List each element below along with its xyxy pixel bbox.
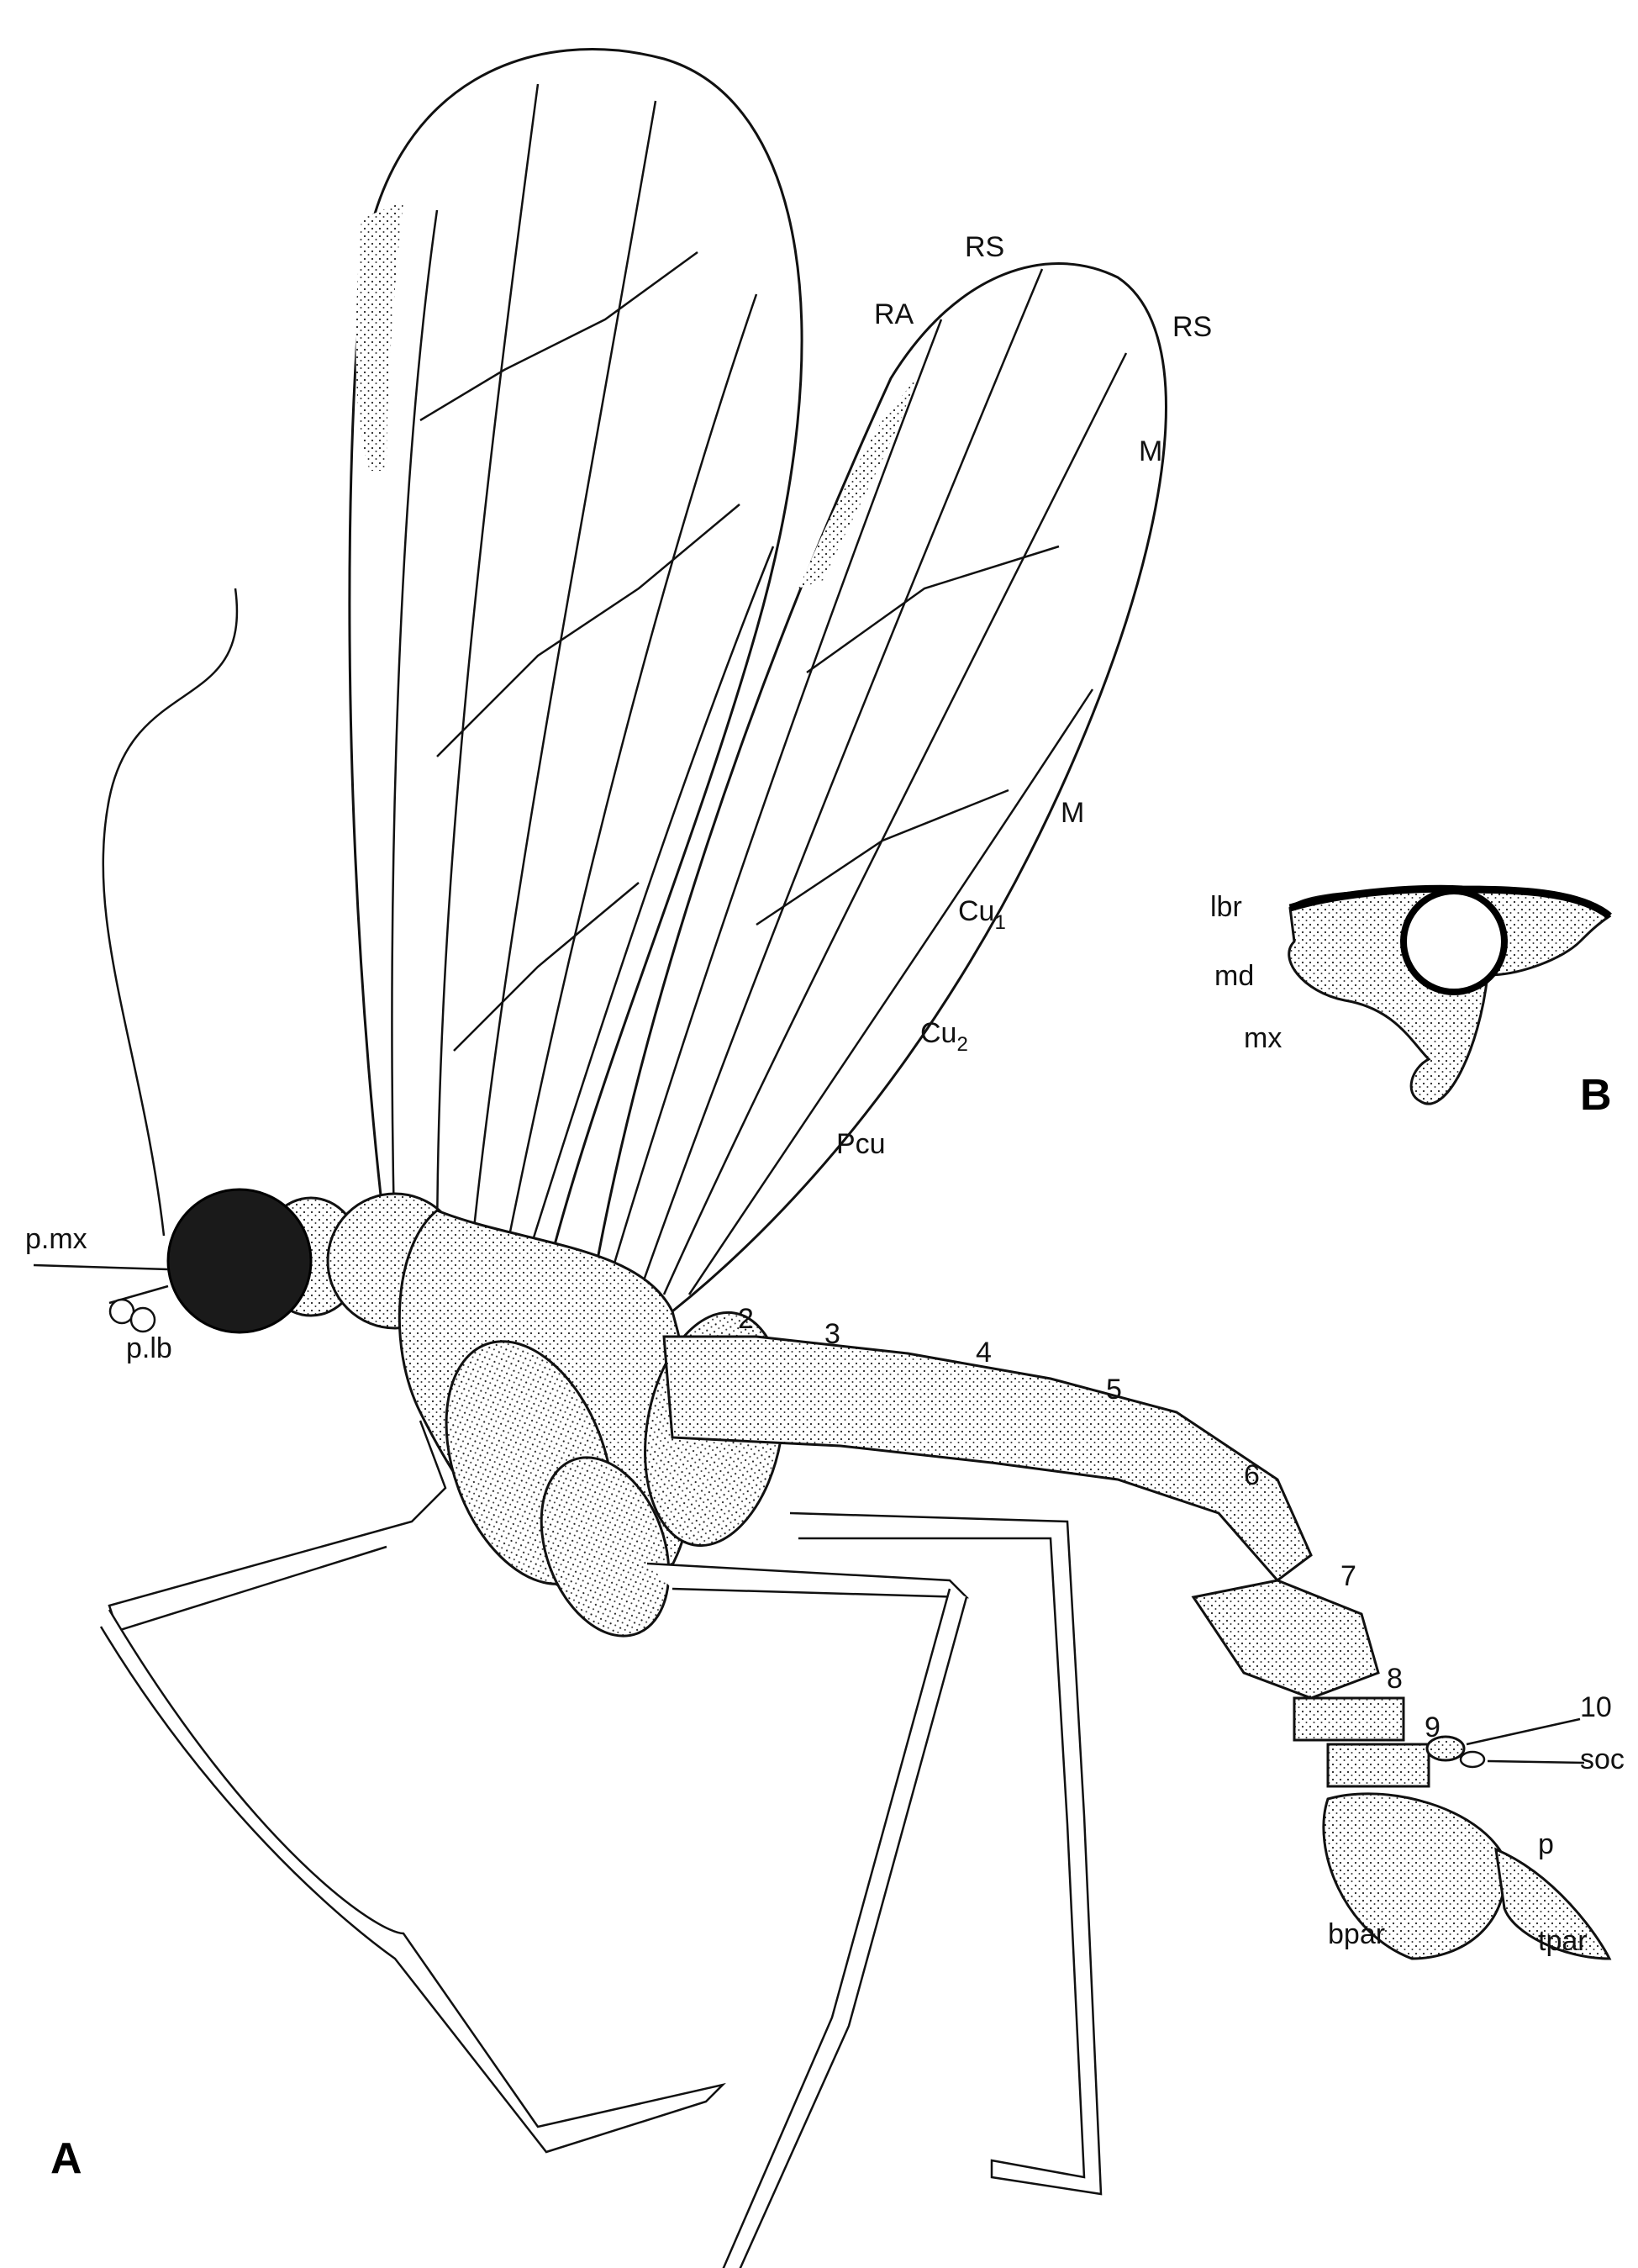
- label-cu1: Cu1: [958, 895, 1006, 934]
- head: [33, 1188, 363, 1334]
- segment-label: 3: [824, 1318, 840, 1350]
- label-pcu: Pcu: [836, 1128, 886, 1160]
- label-m-lower: M: [1061, 797, 1084, 829]
- thorax: [326, 1192, 785, 1638]
- label-m-upper: M: [1139, 435, 1162, 467]
- segment-label: 8: [1387, 1663, 1403, 1695]
- hindwing: [587, 262, 1167, 1313]
- label-p: p: [1538, 1828, 1554, 1860]
- mouthparts-cross-section: [1288, 884, 1612, 1105]
- label-ra: RA: [874, 298, 914, 330]
- segment-label: 2: [738, 1303, 754, 1335]
- label-mx: mx: [1244, 1022, 1282, 1054]
- panel-label-a: A: [50, 2134, 82, 2183]
- panel-b-labels: lbr md mx: [1210, 891, 1282, 1054]
- segment-label: 6: [1244, 1459, 1260, 1491]
- segment-label: 4: [976, 1337, 992, 1369]
- label-lbr: lbr: [1210, 891, 1242, 923]
- forewing: [348, 48, 803, 1313]
- label-rs-right: RS: [1172, 311, 1212, 343]
- antenna: [102, 588, 239, 1237]
- terminal-labels: soc p bpar tpar: [1328, 1743, 1625, 1957]
- label-bpar: bpar: [1328, 1918, 1385, 1950]
- abdomen: [662, 1335, 1612, 1960]
- label-tpar: tpar: [1538, 1925, 1588, 1957]
- legs: [99, 1420, 1103, 2268]
- head-labels: p.mx p.lb: [25, 1223, 172, 1364]
- label-md: md: [1214, 960, 1254, 992]
- segment-labels: 2 3 4 5 6 7 8 9 10: [738, 1303, 1612, 1743]
- panel-label-b: B: [1580, 1071, 1612, 1120]
- label-pmx: p.mx: [25, 1223, 87, 1255]
- segment-label: 10: [1580, 1691, 1612, 1723]
- label-plb: p.lb: [126, 1332, 172, 1364]
- segment-label: 9: [1425, 1712, 1440, 1743]
- segment-label: 7: [1340, 1560, 1356, 1592]
- label-cu2: Cu2: [920, 1017, 968, 1056]
- label-rs-top: RS: [965, 231, 1004, 263]
- segment-label: 5: [1106, 1374, 1122, 1406]
- wing-vein-labels: RS RA RS M M Cu1 Cu2 Pcu: [836, 231, 1212, 1160]
- label-soc: soc: [1580, 1743, 1625, 1775]
